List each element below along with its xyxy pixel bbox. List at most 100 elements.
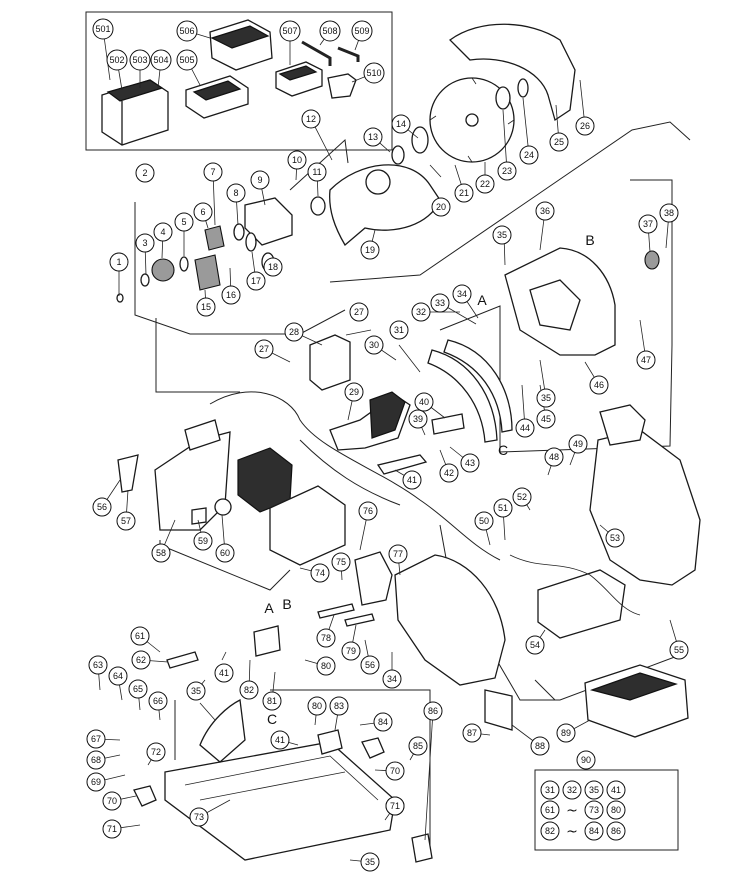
callout-14: 14 (391, 114, 411, 134)
callout-number: 17 (251, 276, 261, 286)
callout-number: 53 (610, 533, 620, 543)
callout-1: 1 (109, 252, 129, 272)
callout-506: 506 (176, 20, 198, 42)
callout-circle (364, 335, 384, 355)
callout-number: 16 (226, 290, 236, 300)
callout-circle (344, 382, 364, 402)
callout-number: 61 (135, 631, 145, 641)
callout-number: 35 (191, 686, 201, 696)
callout-55: 55 (669, 640, 689, 660)
callout-circle (106, 49, 128, 71)
callout-number: 52 (517, 492, 527, 502)
callout-number: 87 (467, 728, 477, 738)
kit-row1-item-1: 31 (540, 780, 560, 800)
callout-circle (263, 257, 283, 277)
charger-top-drawing (106, 79, 164, 102)
svg-text:32: 32 (567, 785, 577, 795)
callout-40: 40 (414, 392, 434, 412)
callout-number: 37 (643, 219, 653, 229)
callout-84: 84 (373, 712, 393, 732)
letter-a-housing: A (477, 292, 487, 308)
callout-number: 36 (540, 206, 550, 216)
callout-circle (669, 640, 689, 660)
callout-number: 79 (346, 646, 356, 656)
callout-number: 1 (116, 257, 121, 267)
callout-circle (331, 552, 351, 572)
callout-21: 21 (454, 183, 474, 203)
callout-circle (589, 375, 609, 395)
callout-circle (150, 49, 172, 71)
callout-number: 27 (354, 307, 364, 317)
gear-4-drawing (151, 258, 175, 282)
callout-circle (439, 463, 459, 483)
callout-number: 34 (457, 289, 467, 299)
callout-circle (363, 127, 383, 147)
group-handle (354, 404, 701, 738)
callout-circle (307, 696, 327, 716)
pinion-drawing (204, 225, 225, 251)
callout-circle (492, 225, 512, 245)
callout-50: 50 (474, 511, 494, 531)
callout-77: 77 (388, 544, 408, 564)
group-blade-guard (329, 23, 576, 246)
svg-text:31: 31 (545, 785, 555, 795)
callout-number: 502 (109, 55, 124, 65)
callout-circle (358, 501, 378, 521)
callout-circle (549, 132, 569, 152)
callout-circle (129, 49, 151, 71)
callout-number: 41 (275, 735, 285, 745)
callout-49: 49 (568, 434, 588, 454)
callout-70-dup-9: 70 (385, 761, 405, 781)
callout-circle (270, 730, 290, 750)
callout-circle (351, 20, 373, 42)
callout-circle (575, 116, 595, 136)
callout-number: 35 (541, 393, 551, 403)
callout-90: 90 (576, 750, 596, 770)
callout-32: 32 (411, 302, 431, 322)
callout-42: 42 (439, 463, 459, 483)
upper-guard-drawing (449, 23, 576, 122)
controller-drawing (537, 569, 626, 639)
callout-number: 503 (132, 55, 147, 65)
callout-circle (214, 663, 234, 683)
callout-504: 504 (150, 49, 172, 71)
callout-88: 88 (530, 736, 550, 756)
kit-row1-item-2: 32 (562, 780, 582, 800)
callout-number: 70 (390, 766, 400, 776)
callout-circle (430, 293, 450, 313)
callout-circle (536, 409, 556, 429)
callout-number: 86 (428, 706, 438, 716)
kit-row2-to: 73 (584, 800, 604, 820)
callout-81: 81 (262, 691, 282, 711)
callout-number: 2 (142, 168, 147, 178)
callout-9: 9 (250, 170, 270, 190)
callout-503: 503 (129, 49, 151, 71)
callout-number: 66 (153, 696, 163, 706)
kit-row3-to: 84 (584, 821, 604, 841)
letter-a-base: A (264, 600, 274, 616)
callout-circle (605, 528, 625, 548)
callout-41-dup-4: 41 (214, 663, 234, 683)
callout-46: 46 (589, 375, 609, 395)
base-plate-drawing (164, 741, 396, 861)
callout-number: 88 (535, 741, 545, 751)
callout-number: 6 (200, 207, 205, 217)
callout-number: 33 (435, 298, 445, 308)
kit-row3-from: 82 (540, 821, 560, 841)
callout-circle (116, 511, 136, 531)
callout-number: 13 (368, 132, 378, 142)
callout-number: 40 (419, 397, 429, 407)
callout-circle (307, 162, 327, 182)
callout-circle (638, 214, 658, 234)
callout-circle (388, 544, 408, 564)
callout-number: 56 (97, 502, 107, 512)
callout-74: 74 (310, 563, 330, 583)
callout-number: 504 (153, 55, 168, 65)
callout-13: 13 (363, 127, 383, 147)
callout-circle (86, 750, 106, 770)
callout-circle (203, 162, 223, 182)
callout-56: 56 (92, 497, 112, 517)
callout-circle (556, 723, 576, 743)
callout-number: 41 (219, 668, 229, 678)
